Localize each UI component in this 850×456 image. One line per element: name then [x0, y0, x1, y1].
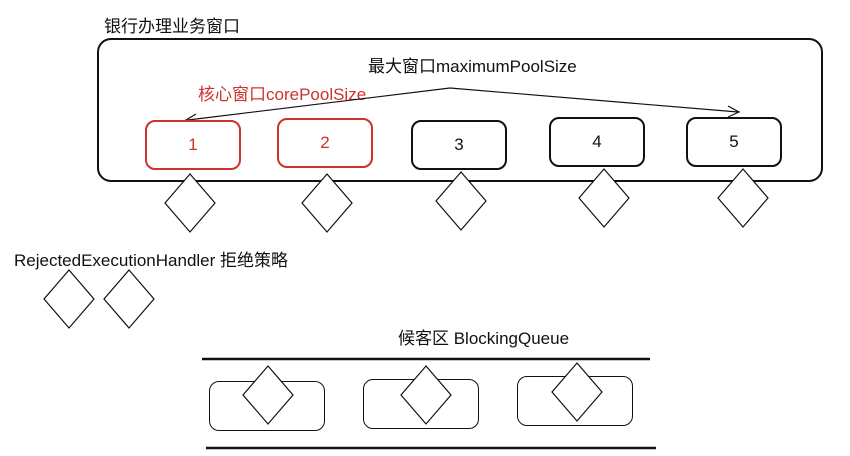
max-pool-size-label: 最大窗口maximumPoolSize: [368, 57, 577, 76]
arrow-to-max: [449, 87, 739, 113]
counter-3: 3: [411, 120, 507, 170]
diamond-customer-icon: [578, 168, 630, 228]
diamond-customer-icon: [551, 362, 603, 422]
diamond-customer-icon: [164, 173, 216, 233]
diamond-customer-icon: [242, 365, 294, 425]
arrow-to-core: [187, 87, 451, 121]
diamond-customer-icon: [301, 173, 353, 233]
rejected-handler-label: RejectedExecutionHandler 拒绝策略: [14, 251, 289, 270]
counter-2: 2: [277, 118, 373, 168]
blocking-queue-label: 候客区 BlockingQueue: [398, 329, 570, 348]
diagram-title: 银行办理业务窗口: [104, 17, 240, 36]
counter-4: 4: [549, 117, 645, 167]
arrow-to-max-head: [727, 105, 741, 118]
diamond-customer-icon: [103, 269, 155, 329]
diamond-customer-icon: [717, 168, 769, 228]
diamond-customer-icon: [43, 269, 95, 329]
core-pool-size-label: 核心窗口corePoolSize: [198, 85, 367, 104]
counter-5: 5: [686, 117, 782, 167]
counter-1: 1: [145, 120, 241, 170]
diamond-customer-icon: [435, 171, 487, 231]
diamond-customer-icon: [400, 365, 452, 425]
